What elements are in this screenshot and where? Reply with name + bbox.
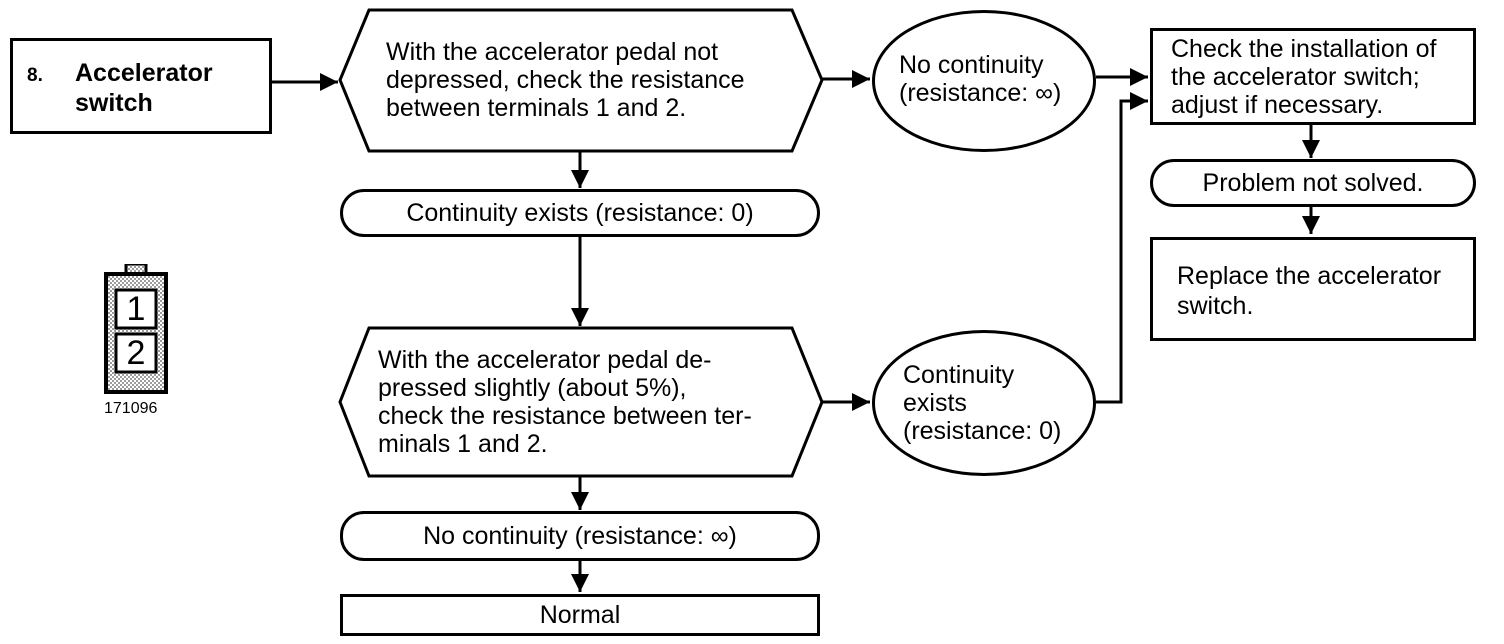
- install-line2: the accelerator switch;: [1171, 63, 1420, 91]
- result1-no-oval: No continuity (resistance: ∞): [872, 10, 1096, 152]
- result2-yes-line2: exists: [903, 389, 967, 417]
- check2-line3: check the resistance between ter-: [378, 402, 752, 430]
- step-title-line2: switch: [75, 89, 153, 117]
- arrow-yes2-to-install: [1096, 92, 1148, 404]
- step-box: 8. Accelerator switch: [10, 38, 272, 134]
- result1-yes-pill: Continuity exists (resistance: 0): [340, 189, 820, 237]
- check1-line2: depressed, check the resistance: [386, 66, 745, 94]
- check2-line1: With the accelerator pedal de-: [378, 346, 712, 374]
- problem-pill: Problem not solved.: [1150, 159, 1476, 207]
- result1-no-line2: (resistance: ∞): [899, 79, 1062, 107]
- result2-yes-oval: Continuity exists (resistance: 0): [872, 330, 1096, 476]
- check2-line2: pressed slightly (about 5%),: [378, 374, 687, 402]
- check1-line3: between terminals 1 and 2.: [386, 94, 687, 122]
- install-check-box: Check the installation of the accelerato…: [1150, 28, 1476, 125]
- result1-no-line1: No continuity: [899, 51, 1044, 79]
- check2-text: With the accelerator pedal de- pressed s…: [378, 346, 752, 458]
- terminal-2-label: 2: [126, 334, 146, 372]
- normal-box: Normal: [340, 594, 820, 636]
- check2-line4: minals 1 and 2.: [378, 430, 548, 458]
- install-line3: adjust if necessary.: [1171, 91, 1384, 119]
- connector-code: 171096: [104, 400, 158, 417]
- terminal-1-label: 1: [126, 290, 146, 328]
- step-title-line1: Accelerator: [75, 59, 213, 87]
- result2-yes-line3: (resistance: 0): [903, 417, 1062, 445]
- install-line1: Check the installation of: [1171, 35, 1437, 63]
- check1-hexagon: [338, 8, 824, 153]
- connector-illustration: 1 2: [104, 262, 168, 394]
- connector-icon: [104, 262, 168, 394]
- result2-yes-line1: Continuity: [903, 361, 1015, 389]
- check2-hexagon: [338, 326, 824, 478]
- check1-text: With the accelerator pedal not depressed…: [386, 38, 745, 122]
- replace-line1: Replace the accelerator: [1177, 262, 1442, 290]
- step-number: 8.: [27, 65, 43, 86]
- replace-box: Replace the accelerator switch.: [1150, 237, 1476, 341]
- replace-line2: switch.: [1177, 292, 1254, 320]
- check1-line1: With the accelerator pedal not: [386, 38, 719, 66]
- normal-label: Normal: [539, 600, 621, 629]
- result2-no-pill: No continuity (resistance: ∞): [340, 511, 820, 561]
